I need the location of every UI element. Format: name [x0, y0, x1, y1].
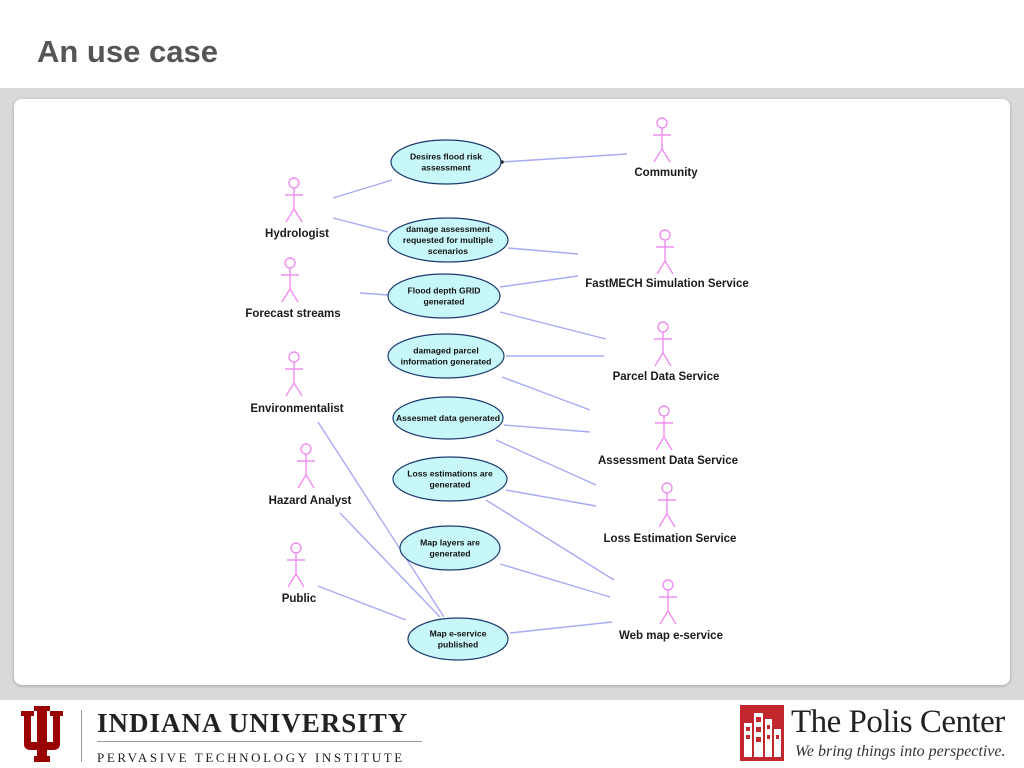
associations [317, 153, 628, 634]
association-line [317, 585, 407, 621]
usecase-ellipse [387, 273, 501, 319]
usecase-label-line: generated [429, 549, 470, 559]
actor-fastmech: FastMECH Simulation Service [585, 229, 749, 290]
iu-rule [97, 741, 422, 742]
actor-label: Parcel Data Service [613, 371, 720, 383]
actor-hydrologist: Hydrologist [265, 177, 329, 240]
actor-webmap: Web map e-service [619, 579, 723, 642]
usecase-ellipse [390, 139, 502, 185]
usecase-label-line: Map layers are [420, 538, 480, 548]
actor-label: Community [634, 167, 698, 179]
stick-figure-icon [281, 257, 299, 303]
iu-name: INDIANA UNIVERSITY [97, 708, 409, 738]
usecase-ellipse [407, 617, 509, 661]
usecase-ellipse [387, 217, 509, 263]
actor-label: Public [282, 593, 317, 605]
usecase-label-line: requested for multiple [403, 235, 493, 245]
usecase-ellipse [399, 525, 501, 571]
stick-figure-icon [285, 177, 303, 223]
usecase-label-line: assessment [421, 163, 470, 173]
usecase-label-line: damage assessment [406, 224, 490, 234]
slide-title: An use case [37, 34, 218, 69]
actor-forecast: Forecast streams [245, 257, 341, 320]
stick-figure-icon [297, 443, 315, 489]
association-line [332, 217, 389, 233]
actor-label: Hydrologist [265, 228, 329, 240]
footer [0, 700, 1024, 768]
association-line [505, 489, 597, 507]
actor-assessment: Assessment Data Service [598, 405, 738, 467]
actor-public: Public [282, 542, 317, 605]
usecase-label-line: generated [429, 480, 470, 490]
association-line [332, 179, 393, 199]
usecase-ellipse [392, 396, 504, 440]
iu-trident-logo-icon [21, 706, 63, 762]
usecase-label-line: Assesmet data generated [396, 413, 500, 423]
actor-environmentalist: Environmentalist [250, 351, 344, 415]
usecase-label-line: scenarios [428, 246, 468, 256]
stick-figure-icon [654, 321, 672, 367]
diagram-panel [14, 99, 1010, 685]
footer-separator [81, 710, 82, 762]
usecase-ellipse [387, 333, 505, 379]
actor-label: Forecast streams [245, 308, 340, 320]
association-line [499, 563, 611, 598]
association-line [499, 311, 607, 340]
usecase-label-line: Flood depth GRID [407, 286, 480, 296]
association-line [339, 512, 441, 618]
actor-hazard: Hazard Analyst [269, 443, 352, 507]
association-line [509, 621, 613, 634]
usecase-label-line: published [438, 640, 479, 650]
actor-label: Loss Estimation Service [604, 533, 737, 545]
actor-label: Assessment Data Service [598, 455, 738, 467]
association-line [507, 247, 579, 255]
stick-figure-icon [655, 405, 673, 451]
association-line [499, 275, 579, 288]
polis-building-logo-icon [740, 705, 784, 761]
usecase-label-line: information generated [401, 357, 492, 367]
association-line [359, 292, 389, 296]
stick-figure-icon [658, 482, 676, 528]
stick-figure-icon [287, 542, 305, 588]
association-line [501, 153, 628, 163]
polis-name: The Polis Center [791, 704, 1005, 740]
actor-loss: Loss Estimation Service [604, 482, 737, 545]
stick-figure-icon [653, 117, 671, 163]
association-line [503, 424, 591, 433]
usecase-label-line: Loss estimations are [407, 469, 493, 479]
usecase-ellipse [392, 456, 508, 502]
actor-community: Community [634, 117, 698, 179]
stick-figure-icon [285, 351, 303, 397]
stick-figure-icon [659, 579, 677, 625]
association-line [501, 376, 591, 411]
usecase-label-line: generated [423, 297, 464, 307]
stick-figure-icon [656, 229, 674, 275]
usecase-label-line: Desires flood risk [410, 152, 482, 162]
polis-tagline: We bring things into perspective. [795, 743, 1006, 760]
actor-parcel: Parcel Data Service [613, 321, 720, 383]
association-line [317, 421, 445, 618]
actor-label: Environmentalist [250, 403, 343, 415]
association-line [485, 499, 615, 581]
usecase-label-line: damaged parcel [413, 346, 478, 356]
iu-subtitle: PERVASIVE TECHNOLOGY INSTITUTE [97, 750, 405, 765]
usecase-label-line: Map e-service [430, 629, 487, 639]
usecase-uc5: Assesmet data generated [392, 396, 504, 440]
actor-label: Web map e-service [619, 630, 723, 642]
association-line [495, 439, 597, 486]
actor-label: FastMECH Simulation Service [585, 278, 749, 290]
actor-label: Hazard Analyst [269, 495, 352, 507]
